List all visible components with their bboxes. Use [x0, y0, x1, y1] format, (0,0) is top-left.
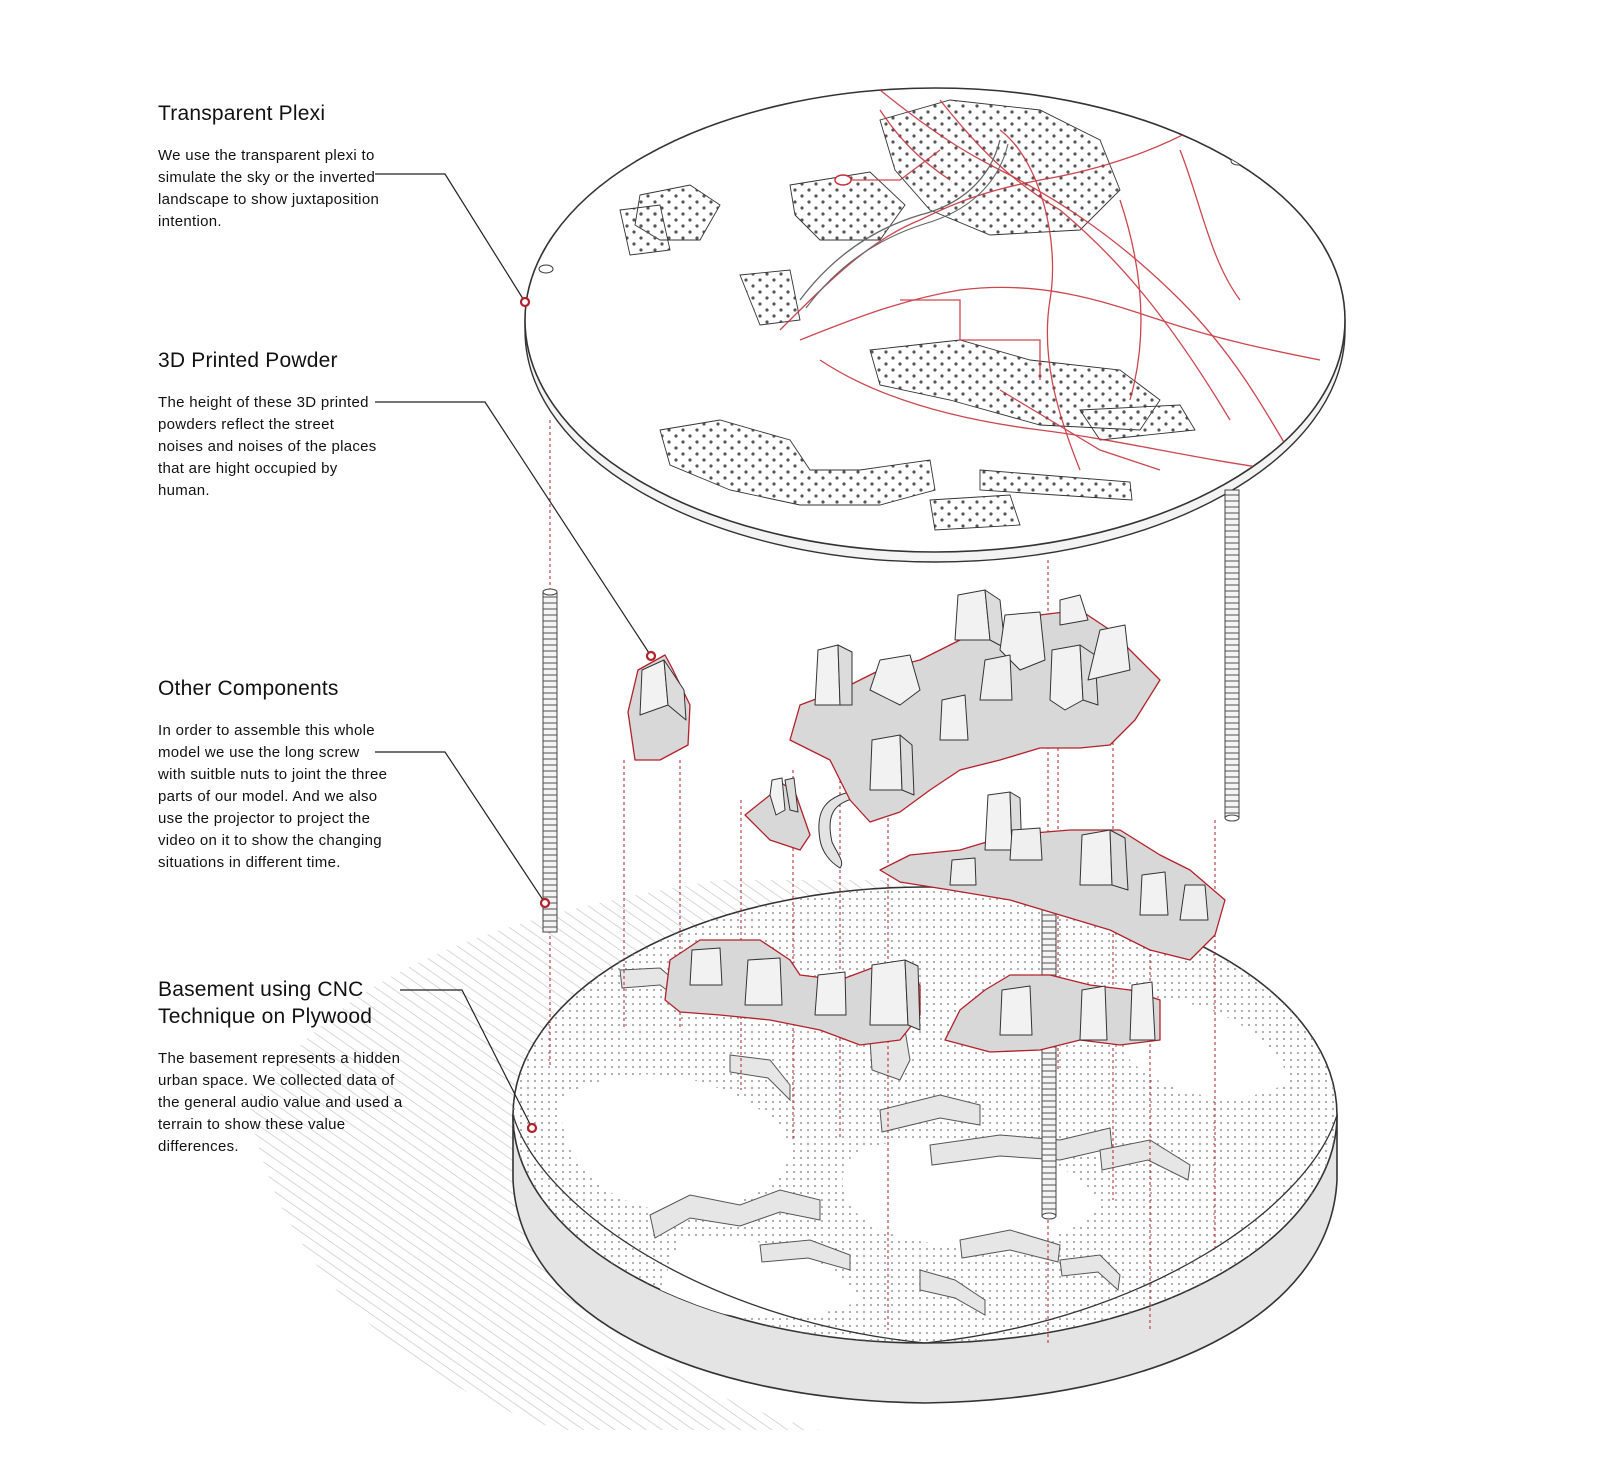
leader-line-components [375, 751, 546, 904]
printed-powder-blocks [627, 589, 1226, 1053]
callout-3d-printed-powder: 3D Printed Powder The height of these 3D… [158, 347, 378, 502]
powder-block-curved-ribbon [818, 789, 861, 869]
callout-body: The basement represents a hidden urban s… [158, 1050, 403, 1155]
leader-line-powder [375, 401, 652, 657]
callout-basement: Basement using CNC Technique on Plywood … [158, 976, 403, 1158]
long-screw-left [542, 588, 558, 933]
mounting-hole [1230, 156, 1246, 166]
powder-block-small-tower [627, 654, 691, 761]
leader-dot-basement [526, 1122, 538, 1134]
leader-dot-plexi [519, 296, 531, 308]
leader-line-plexi [375, 173, 526, 303]
callout-title: Transparent Plexi [158, 102, 326, 125]
mounting-hole [538, 264, 554, 274]
map-patch [979, 469, 1133, 501]
powder-block-small-mid [744, 777, 811, 851]
callout-body: In order to assemble this whole model we… [158, 722, 388, 871]
powder-block-lower-left [664, 939, 921, 1046]
map-patch [659, 419, 936, 506]
powder-block-long-diagonal [879, 791, 1226, 961]
map-patch [739, 269, 801, 326]
callout-transparent-plexi: Transparent Plexi We use the transparent… [158, 100, 398, 233]
callout-title: Basement using CNC Technique on Plywood [158, 978, 373, 1028]
mounting-hole [834, 174, 852, 186]
map-patch [1079, 404, 1196, 441]
callout-title: Other Components [158, 677, 339, 700]
transparent-plexi-disc [524, 87, 1346, 563]
map-patch [929, 494, 1021, 531]
basement-plywood [512, 886, 1338, 1404]
map-patch [789, 171, 906, 241]
leader-dot-components [539, 897, 551, 909]
leader-dots [519, 296, 657, 1134]
callout-title: 3D Printed Powder [158, 349, 338, 372]
callout-body: The height of these 3D printed powders r… [158, 394, 377, 499]
callout-body: We use the transparent plexi to simulate… [158, 147, 380, 230]
hatched-shadow [250, 880, 1000, 1430]
map-patch [619, 204, 671, 256]
callout-other-components: Other Components In order to assemble th… [158, 675, 388, 874]
leader-dot-powder [645, 650, 657, 662]
powder-block-lower-right [944, 974, 1161, 1053]
map-patch [879, 99, 1121, 236]
leader-line-basement [400, 989, 533, 1129]
leader-lines [375, 173, 652, 1129]
long-screw-right [1224, 489, 1240, 822]
powder-block-upper-cluster [789, 589, 1161, 823]
